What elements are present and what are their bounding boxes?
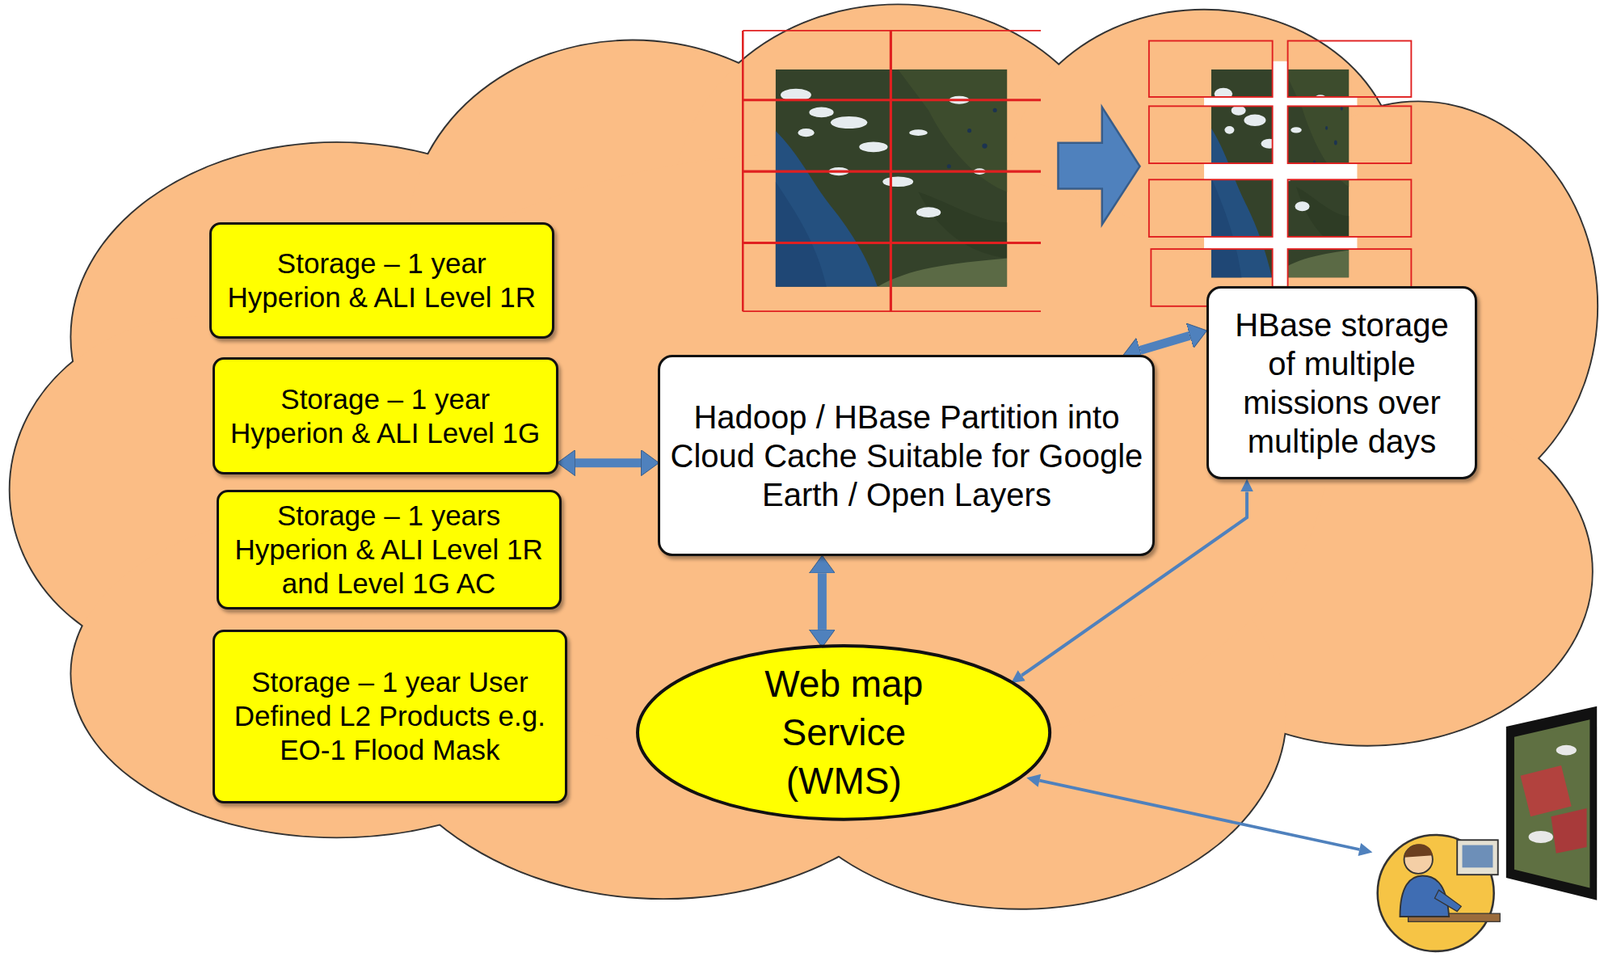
arrow-head — [1026, 774, 1041, 788]
node-text: Hadoop / HBase Partition into Cloud Cach… — [668, 397, 1145, 514]
grid-line — [742, 241, 1041, 245]
user-arrow — [1026, 774, 1373, 856]
monitor-screen — [1462, 845, 1494, 868]
tile-gaps — [1204, 61, 1357, 287]
screen-image — [1514, 719, 1590, 888]
block-double-arrow — [575, 458, 642, 468]
tile-gap — [1204, 236, 1357, 249]
storage-note-box: HBase storage of multiple missions over … — [1206, 286, 1478, 480]
storage-box: Storage – 1 year Hyperion & ALI Level 1R — [209, 222, 555, 339]
storage-box: Storage – 1 year Hyperion & ALI Level 1G — [212, 357, 559, 475]
node-text: Storage – 1 years Hyperion & ALI Level 1… — [227, 498, 552, 601]
screen-patch — [1550, 808, 1587, 854]
tile-gap — [1204, 163, 1357, 180]
block-arrow — [1057, 107, 1140, 225]
service-ellipse: Web map Service (WMS) — [637, 645, 1050, 820]
cloud-fill — [10, 4, 1598, 909]
storage-box: Storage – 1 years Hyperion & ALI Level 1… — [216, 489, 562, 610]
tile-frame — [1288, 41, 1412, 97]
tile-frame — [1149, 41, 1273, 97]
connectors — [575, 335, 1247, 675]
person-arm — [1434, 889, 1462, 912]
screen-frame — [1506, 706, 1597, 901]
screen-patch — [1528, 830, 1554, 843]
node-text: Storage – 1 year User Defined L2 Product… — [223, 665, 557, 767]
icon-disc — [1377, 834, 1495, 952]
user-arrow-line — [1039, 780, 1360, 850]
grid-line — [742, 98, 1041, 102]
block-double-arrow — [1140, 335, 1191, 350]
ellipse-shape — [637, 645, 1050, 820]
node-text: Web map Service (WMS) — [746, 660, 941, 805]
person-hair — [1404, 843, 1433, 857]
node-text: HBase storage of multiple missions over … — [1228, 305, 1457, 461]
tile-frame — [1149, 179, 1273, 237]
tile-gap — [1204, 96, 1357, 106]
node-text: Storage – 1 year Hyperion & ALI Level 1R — [219, 246, 544, 315]
tile-frames — [1149, 41, 1412, 307]
screen-patch — [1520, 765, 1572, 817]
arrow-head — [1358, 842, 1373, 856]
cloud — [10, 4, 1598, 952]
node-text: Storage – 1 year Hyperion & ALI Level 1G — [223, 382, 548, 451]
screen-patch — [1556, 745, 1577, 756]
block-double-arrow — [817, 572, 827, 630]
process-box: Hadoop / HBase Partition into Cloud Cach… — [657, 354, 1155, 556]
tile-frame — [1288, 105, 1412, 164]
tile-frame — [1288, 179, 1412, 237]
storage-box: Storage – 1 year User Defined L2 Product… — [212, 629, 568, 804]
tile-frame — [1149, 105, 1273, 164]
tile-grid — [742, 30, 1041, 312]
grid-line — [742, 170, 1041, 173]
monitor — [1456, 839, 1499, 875]
cloud-outline — [10, 4, 1598, 909]
user-icon — [1377, 706, 1597, 952]
